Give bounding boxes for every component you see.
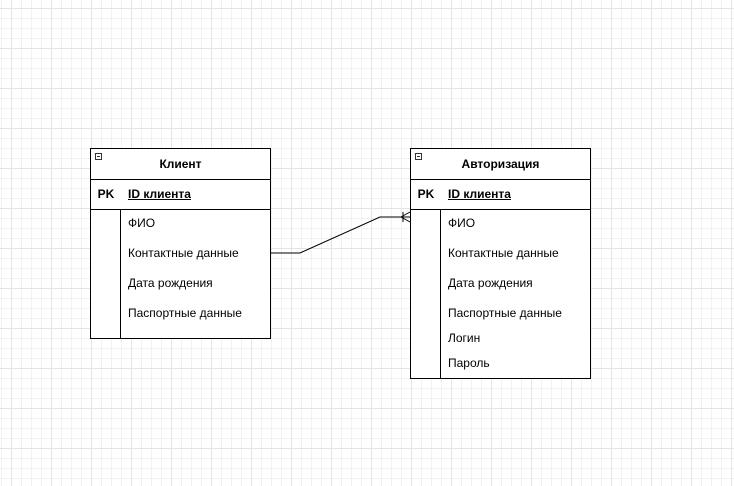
attribute-row[interactable]: ФИО — [448, 216, 476, 230]
attribute-row[interactable]: Паспортные данные — [448, 306, 562, 320]
primary-key-row[interactable]: PK ID клиента — [91, 179, 270, 210]
entity-header: Авторизация — [411, 149, 590, 180]
entity-authorization[interactable]: Авторизация PK ID клиента ФИО Контактные… — [410, 148, 591, 379]
attribute-row[interactable]: Пароль — [448, 356, 490, 370]
primary-key-row[interactable]: PK ID клиента — [411, 179, 590, 210]
key-column-divider — [120, 209, 121, 338]
key-column-divider — [440, 209, 441, 378]
attribute-row[interactable]: Дата рождения — [448, 276, 533, 290]
attribute-row[interactable]: Контактные данные — [448, 246, 559, 260]
entity-title: Клиент — [159, 157, 202, 171]
crowfoot-one-or-many-icon — [400, 211, 411, 223]
pk-label: PK — [417, 187, 435, 201]
pk-label: PK — [97, 187, 115, 201]
pk-field-name: ID клиента — [448, 187, 511, 201]
entity-title: Авторизация — [461, 157, 540, 171]
collapse-icon[interactable] — [95, 153, 102, 160]
attribute-row[interactable]: Дата рождения — [128, 276, 213, 290]
entity-client[interactable]: Клиент PK ID клиента ФИО Контактные данн… — [90, 148, 271, 339]
collapse-icon[interactable] — [415, 153, 422, 160]
pk-field-name: ID клиента — [128, 187, 191, 201]
attribute-row[interactable]: Паспортные данные — [128, 306, 242, 320]
attribute-row[interactable]: Контактные данные — [128, 246, 239, 260]
attribute-row[interactable]: Логин — [448, 331, 481, 345]
attribute-row[interactable]: ФИО — [128, 216, 156, 230]
entity-header: Клиент — [91, 149, 270, 180]
